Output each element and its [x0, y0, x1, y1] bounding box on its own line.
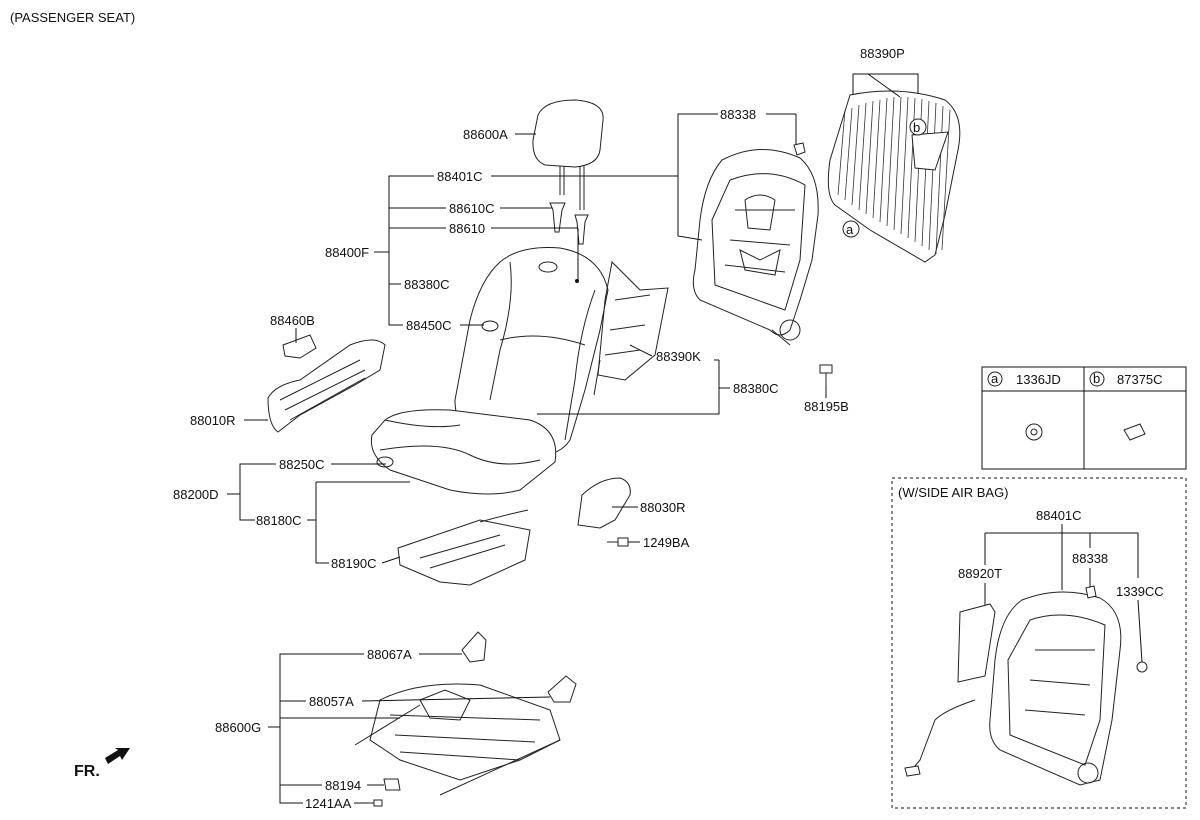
label-88390p: 88390P [860, 46, 905, 61]
inset-label-88401c: 88401C [1036, 508, 1082, 523]
bracket-88057a-drawing [547, 675, 577, 703]
inset-label-88920t: 88920T [958, 566, 1002, 581]
label-88067a: 88067A [367, 647, 412, 662]
label-88338: 88338 [720, 107, 756, 122]
legend-a-letter: a [991, 371, 999, 386]
label-88401c: 88401C [437, 169, 483, 184]
label-88180c: 88180C [256, 513, 302, 528]
legend-b-part: 87375C [1117, 372, 1163, 387]
label-88450c: 88450C [406, 318, 452, 333]
label-88057a: 88057A [309, 694, 354, 709]
label-88200d: 88200D [173, 487, 219, 502]
part-labels: 88390P 88338 88600A 88401C 88610C 88610 … [173, 46, 905, 811]
cushion-mat-drawing [397, 509, 531, 586]
side-cover-drawing [577, 477, 631, 529]
legend-table: a 1336JD b 87375C [981, 366, 1187, 470]
clip-88338-drawing [793, 142, 806, 156]
svg-text:b: b [913, 120, 920, 135]
clip-87375c-icon [1123, 423, 1146, 441]
side-shield-drawing [267, 339, 386, 433]
label-1249ba: 1249BA [643, 535, 690, 550]
seatback-frame-drawing [692, 149, 819, 346]
back-board-drawing [827, 90, 961, 263]
guide-88610c-drawing [549, 202, 566, 233]
legend-b-letter: b [1093, 371, 1100, 386]
label-88390k: 88390K [656, 349, 701, 364]
label-88010r: 88010R [190, 413, 236, 428]
connector-88194-drawing [383, 778, 401, 791]
inset-label-88338: 88338 [1072, 551, 1108, 566]
label-1241aa: 1241AA [305, 796, 352, 811]
legend-a-part: 1336JD [1016, 372, 1061, 387]
screw-1249ba-drawing [607, 537, 629, 547]
label-88194: 88194 [325, 778, 361, 793]
back-pad-drawing [593, 260, 669, 396]
seatback-cover-drawing [454, 247, 609, 456]
inset-title: (W/SIDE AIR BAG) [898, 485, 1009, 500]
label-88400f: 88400F [325, 245, 369, 260]
bolt-1241aa-drawing [368, 799, 383, 807]
label-88600a: 88600A [463, 127, 508, 142]
bolt-88195b-drawing [819, 364, 833, 386]
label-88190c: 88190C [331, 556, 377, 571]
seat-cushion-drawing [370, 409, 557, 495]
label-88600g: 88600G [215, 720, 261, 735]
label-88610c: 88610C [449, 201, 495, 216]
leader-lines [227, 73, 919, 804]
label-88460b: 88460B [270, 313, 315, 328]
bracket-88067a-drawing [461, 631, 487, 663]
label-88610: 88610 [449, 221, 485, 236]
diagram-title: (PASSENGER SEAT) [10, 10, 135, 25]
nut-1336jd-icon [1025, 423, 1043, 441]
callout-b: b [909, 118, 927, 136]
callout-a: a [842, 220, 860, 238]
label-88030r: 88030R [640, 500, 686, 515]
inset-label-1339cc: 1339CC [1116, 584, 1164, 599]
side-airbag-inset: (W/SIDE AIR BAG) 88401C 88338 88920T 133… [891, 477, 1187, 809]
svg-text:a: a [846, 222, 854, 237]
front-arrow-icon [105, 748, 130, 764]
label-88195b: 88195B [804, 399, 849, 414]
label-88380c-lower: 88380C [733, 381, 779, 396]
seat-track-drawing [354, 683, 561, 796]
label-88250c: 88250C [279, 457, 325, 472]
label-88380c-upper: 88380C [404, 277, 450, 292]
headrest-drawing [532, 99, 604, 210]
front-label: FR. [74, 763, 100, 780]
knob-88460b-drawing [282, 334, 317, 359]
guide-88610-drawing [574, 214, 589, 245]
